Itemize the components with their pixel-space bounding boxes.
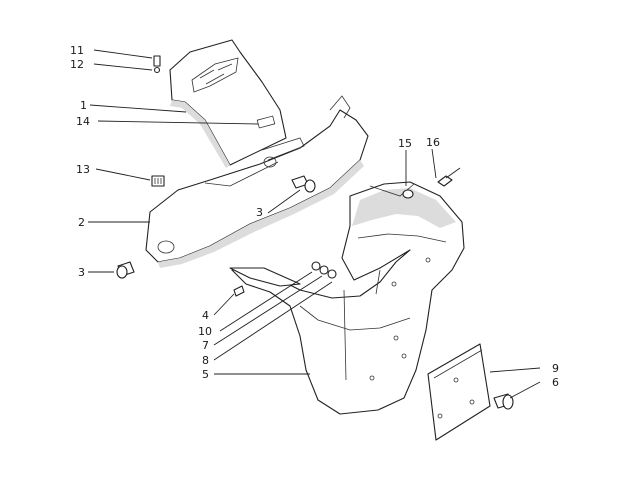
callout-5: 5 — [202, 368, 209, 381]
callout-16: 16 — [426, 136, 440, 149]
callout-10: 10 — [198, 325, 212, 338]
part-screw-lower — [116, 261, 135, 279]
callout-14: 14 — [76, 115, 90, 128]
callout-13: 13 — [76, 163, 90, 176]
callout-7: 7 — [202, 339, 209, 352]
part-side-cover — [145, 95, 369, 268]
callout-9: 9 — [552, 362, 559, 375]
part-rear-panel — [169, 39, 287, 168]
part-clip — [151, 175, 165, 187]
part-screw-plate — [493, 393, 514, 410]
part-mudguard — [231, 181, 465, 415]
part-screw-upper — [291, 175, 316, 193]
callout-3-lower: 3 — [78, 266, 85, 279]
callout-15: 15 — [398, 137, 412, 150]
callout-6: 6 — [552, 376, 559, 389]
part-screw-small — [153, 55, 161, 74]
part-screw-top — [402, 167, 461, 199]
callout-12: 12 — [70, 58, 84, 71]
callout-3-upper: 3 — [256, 206, 263, 219]
callout-2: 2 — [78, 216, 85, 229]
part-hardware-cluster — [229, 261, 337, 297]
part-plate-bracket — [427, 343, 491, 441]
callout-8: 8 — [202, 354, 209, 367]
leader-lines — [88, 49, 541, 399]
callout-labels: 11 12 1 14 13 2 3 3 4 10 7 8 5 15 16 9 6 — [70, 44, 559, 389]
callout-4: 4 — [202, 309, 209, 322]
callout-1: 1 — [80, 99, 87, 112]
callout-11: 11 — [70, 44, 84, 57]
